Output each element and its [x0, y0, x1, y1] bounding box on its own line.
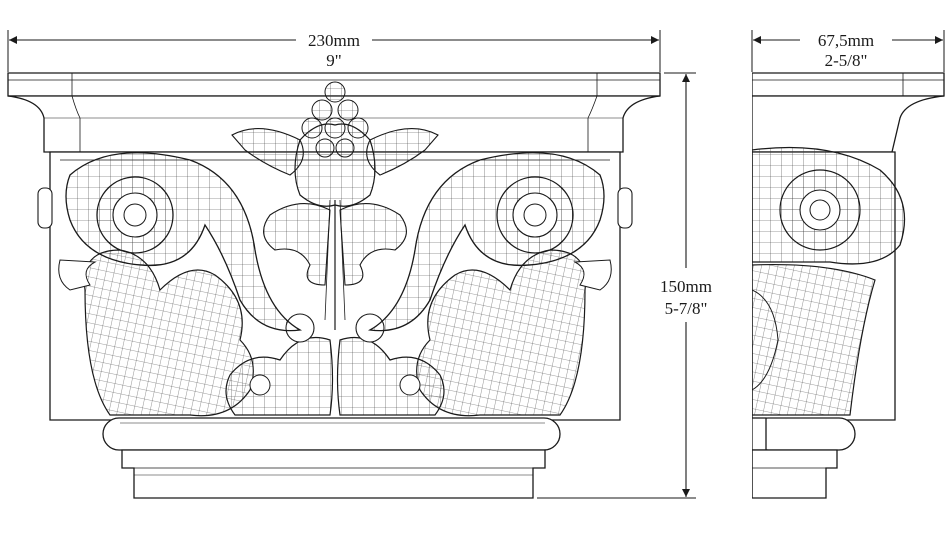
central-anthemion — [231, 81, 439, 207]
depth-in-label: 2-5/8" — [825, 51, 868, 70]
lower-acanthus-leaves — [83, 249, 587, 417]
side-view — [752, 72, 945, 499]
central-stem-leaves — [263, 199, 407, 330]
width-mm-label: 230mm — [308, 31, 360, 50]
depth-mm-label: 67,5mm — [818, 31, 874, 50]
width-dimension: 230mm 9" — [7, 30, 661, 72]
front-view — [7, 72, 661, 499]
height-dimension: 150mm 5-7/8" — [537, 72, 712, 499]
left-volute — [37, 152, 303, 332]
right-volute — [367, 152, 633, 332]
astragal-base-front — [102, 417, 561, 499]
height-in-label: 5-7/8" — [665, 299, 708, 318]
width-in-label: 9" — [326, 51, 341, 70]
height-mm-label: 150mm — [660, 277, 712, 296]
depth-dimension: 67,5mm 2-5/8" — [751, 30, 945, 72]
